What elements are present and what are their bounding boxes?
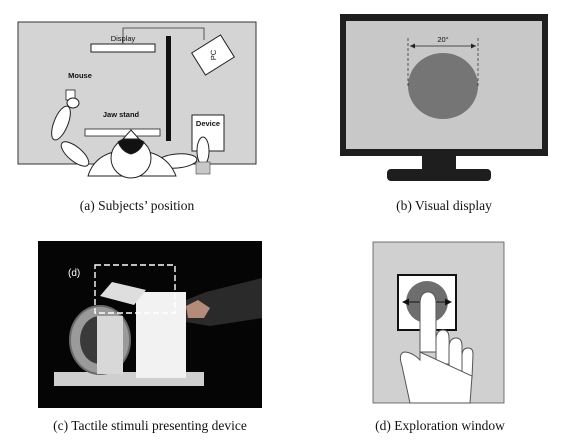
angle-label: 20° bbox=[437, 35, 448, 44]
caption-a: (a) Subjects’ position bbox=[18, 198, 256, 214]
caption-b: (b) Visual display bbox=[340, 198, 548, 214]
device-support bbox=[97, 316, 123, 374]
caption-d: (d) Exploration window bbox=[340, 418, 540, 434]
caption-c: (c) Tactile stimuli presenting device bbox=[10, 418, 290, 434]
partition-wall bbox=[166, 36, 171, 141]
display-box bbox=[91, 44, 155, 52]
stimulus-disk bbox=[408, 53, 478, 119]
panel-b-monitor: 20° bbox=[340, 14, 548, 181]
panel-c-photo: (d) bbox=[38, 241, 262, 408]
mouse-label: Mouse bbox=[68, 71, 92, 80]
inset-label: (d) bbox=[68, 268, 80, 279]
jaw-stand-label: Jaw stand bbox=[103, 110, 140, 119]
panel-a-diagram: Display PC Mouse Jaw stand Device bbox=[18, 22, 256, 178]
device-housing bbox=[136, 292, 186, 378]
jaw-stand-box bbox=[85, 129, 160, 136]
panel-d-diagram bbox=[373, 242, 504, 403]
device-label: Device bbox=[196, 119, 220, 128]
monitor-neck bbox=[422, 156, 456, 170]
device-base bbox=[196, 162, 210, 174]
monitor-base bbox=[387, 169, 491, 181]
pc-label: PC bbox=[209, 49, 218, 60]
